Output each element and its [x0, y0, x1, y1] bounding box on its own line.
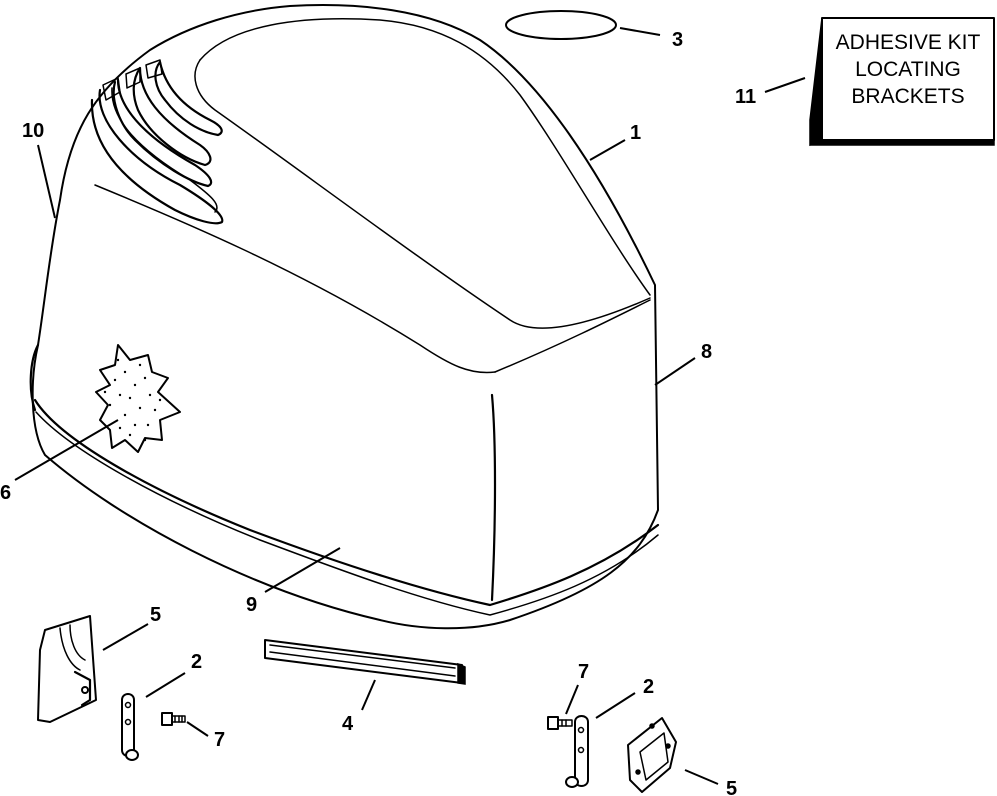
callout-9: 9 [246, 594, 257, 616]
callout-2-left: 2 [191, 651, 202, 673]
cover-outline [31, 4, 659, 630]
screw-left [161, 712, 186, 726]
strap-left [121, 693, 139, 761]
strap-right [565, 715, 589, 788]
seal-strip [264, 639, 466, 685]
kit-box-line1: ADHESIVE KIT [836, 31, 981, 54]
cover-top-panel [199, 18, 651, 296]
vent-slots [90, 59, 224, 225]
callout-8: 8 [701, 341, 712, 363]
decal-starburst [95, 344, 181, 453]
callout-7-left: 7 [214, 729, 225, 751]
kit-box-line2: LOCATING [855, 58, 961, 81]
engine-cover [29, 4, 660, 630]
screw-right [547, 716, 573, 730]
plate-right [627, 717, 677, 793]
callout-4: 4 [342, 713, 354, 735]
leader-lines [14, 27, 806, 785]
kit-box-line3: BRACKETS [851, 85, 964, 108]
callout-10: 10 [22, 120, 44, 142]
callout-5-left: 5 [150, 604, 161, 626]
callout-6: 6 [0, 482, 11, 504]
callout-7-right: 7 [578, 661, 589, 683]
callout-1: 1 [630, 122, 641, 144]
adhesive-kit-box [809, 17, 995, 147]
oval-decal [505, 10, 617, 40]
callout-3: 3 [672, 29, 683, 51]
callout-2-right: 2 [643, 676, 654, 698]
callout-5-right: 5 [726, 778, 737, 796]
bracket-left [37, 615, 97, 723]
callout-11: 11 [735, 86, 756, 108]
